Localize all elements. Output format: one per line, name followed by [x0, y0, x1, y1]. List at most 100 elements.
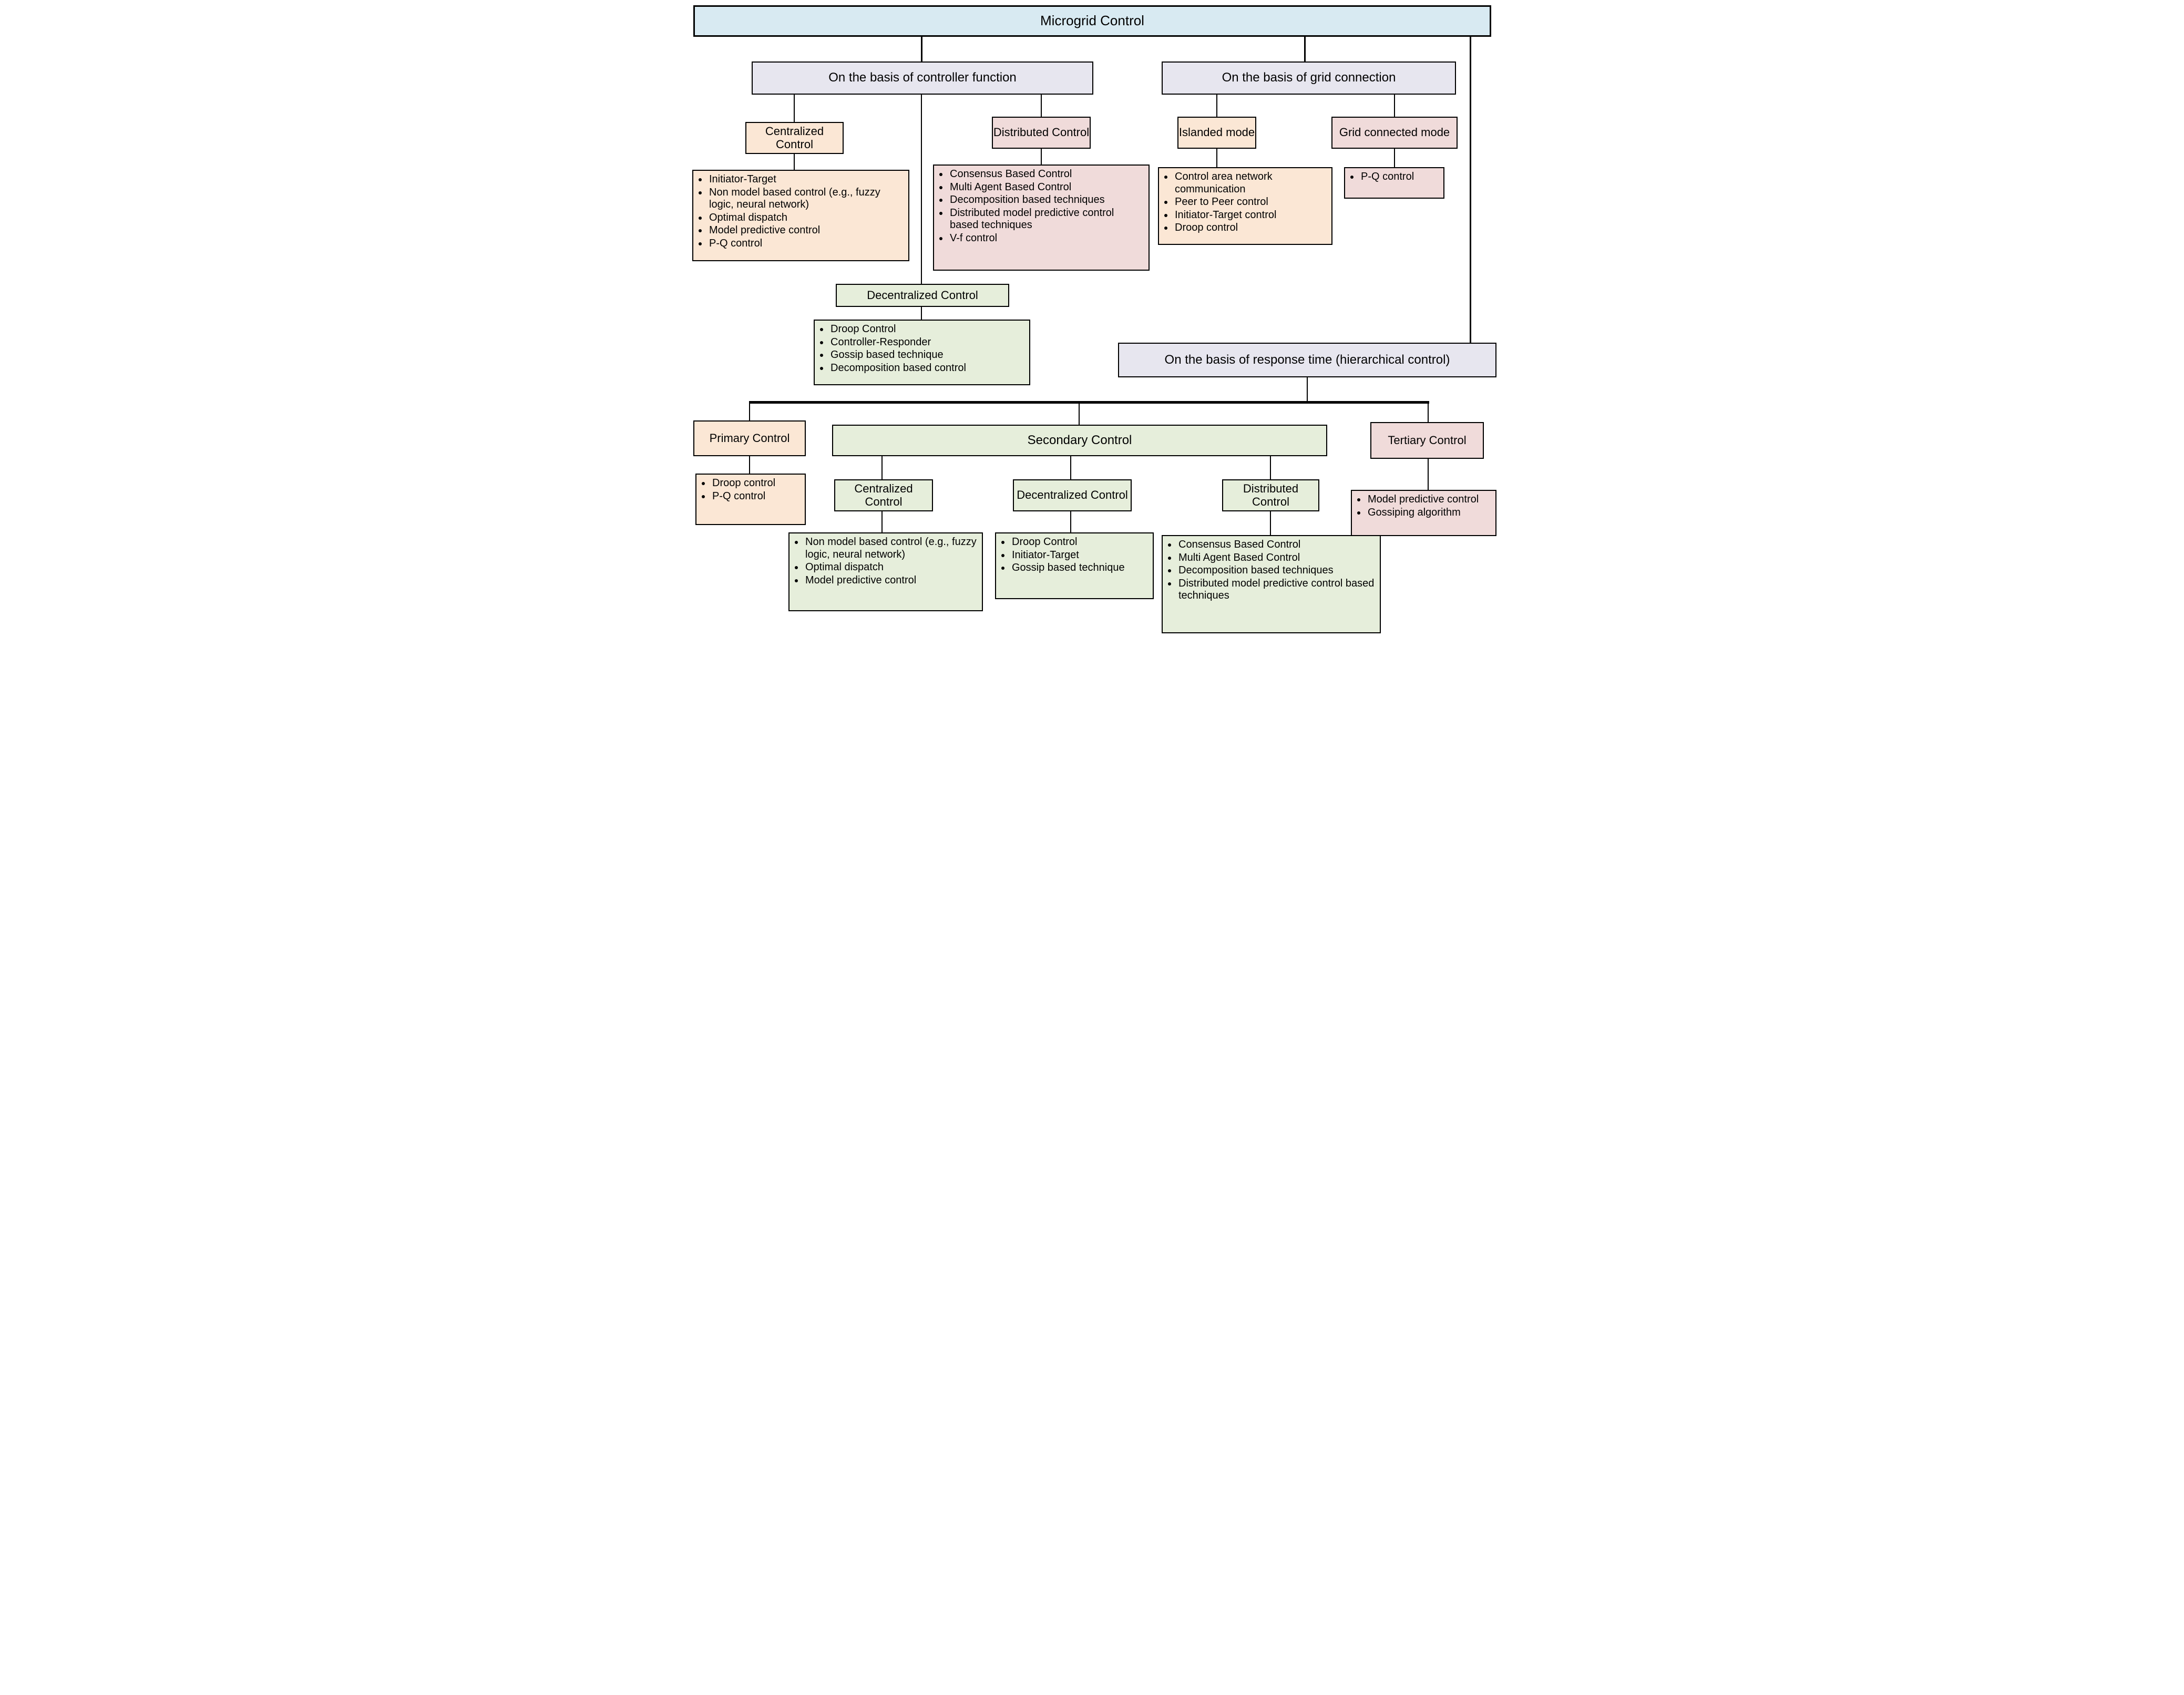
connector-line [1307, 377, 1308, 402]
bullet-item: V-f control [949, 232, 1145, 245]
bullet-list: Consensus Based ControlMulti Agent Based… [934, 168, 1149, 245]
node-basis-response-time: On the basis of response time (hierarchi… [1118, 343, 1496, 377]
branch-line [749, 401, 1429, 404]
list-decentralized-control: Droop ControlController-ResponderGossip … [814, 320, 1030, 385]
bullet-item: Multi Agent Based Control [949, 181, 1145, 194]
connector-line [1270, 456, 1271, 479]
node-label: Tertiary Control [1388, 433, 1467, 447]
bullet-item: Initiator-Target [1011, 549, 1150, 562]
bullet-item: Gossiping algorithm [1367, 507, 1492, 519]
connector-line [881, 511, 883, 532]
list-grid-connected-mode: P-Q control [1344, 167, 1444, 199]
node-secondary-decentralized: Decentralized Control [1013, 479, 1132, 511]
bullet-item: Optimal dispatch [708, 212, 905, 224]
bullet-item: Peer to Peer control [1174, 196, 1328, 209]
bullet-list: Control area network communicationPeer t… [1159, 171, 1331, 234]
bullet-item: Distributed model predictive control bas… [949, 207, 1145, 232]
node-label: Primary Control [709, 431, 790, 445]
connector-line [1041, 149, 1042, 165]
bullet-item: Initiator-Target control [1174, 209, 1328, 222]
node-secondary-distributed: Distributed Control [1222, 479, 1319, 511]
node-label: Distributed Control [993, 126, 1090, 139]
connector-line [921, 37, 922, 61]
list-islanded-mode: Control area network communicationPeer t… [1158, 167, 1332, 245]
node-label: Centralized Control [854, 481, 913, 508]
bullet-list: Consensus Based ControlMulti Agent Based… [1163, 539, 1380, 602]
node-basis-grid-connection: On the basis of grid connection [1162, 61, 1456, 95]
bullet-item: Non model based control (e.g., fuzzy log… [708, 187, 905, 211]
connector-line [1216, 149, 1217, 167]
connector-line [921, 95, 922, 284]
bullet-item: Droop Control [829, 323, 1026, 336]
connector-line [881, 456, 883, 479]
node-label: Secondary Control [1027, 433, 1132, 447]
node-label: Distributed Control [1243, 481, 1299, 508]
connector-line [921, 307, 922, 320]
bullet-item: P-Q control [708, 238, 905, 250]
connector-line [1304, 37, 1306, 61]
connector-line [1070, 456, 1071, 479]
node-label: Islanded mode [1178, 126, 1255, 139]
node-grid-connected-mode: Grid connected mode [1331, 117, 1458, 149]
bullet-item: Droop control [1174, 222, 1328, 234]
list-secondary-decentralized: Droop ControlInitiator-TargetGossip base… [995, 532, 1154, 599]
bullet-item: Initiator-Target [708, 173, 905, 186]
connector-line [1394, 95, 1395, 117]
bullet-list: Initiator-TargetNon model based control … [693, 173, 908, 250]
bullet-item: Control area network communication [1174, 171, 1328, 196]
bullet-item: Consensus Based Control [1177, 539, 1377, 551]
node-label: On the basis of grid connection [1222, 70, 1396, 85]
node-tertiary-control: Tertiary Control [1370, 422, 1484, 459]
bullet-list: Model predictive controlGossiping algori… [1352, 494, 1495, 519]
bullet-list: Droop ControlController-ResponderGossip … [815, 323, 1029, 374]
node-label: Decentralized Control [1017, 488, 1128, 502]
bullet-item: Decomposition based control [829, 362, 1026, 375]
connector-line [1428, 459, 1429, 490]
connector-line [794, 154, 795, 170]
connector-line [749, 456, 750, 474]
bullet-item: Decomposition based techniques [949, 194, 1145, 207]
list-secondary-distributed: Consensus Based ControlMulti Agent Based… [1162, 535, 1381, 633]
bullet-list: Non model based control (e.g., fuzzy log… [789, 536, 982, 587]
bullet-item: Model predictive control [708, 224, 905, 237]
bullet-item: P-Q control [1360, 171, 1440, 183]
bullet-item: Model predictive control [1367, 494, 1492, 506]
bullet-list: P-Q control [1345, 171, 1443, 183]
diagram-canvas: Microgrid Control On the basis of contro… [686, 0, 1498, 639]
node-microgrid-control: Microgrid Control [693, 5, 1491, 37]
connector-line [1041, 95, 1042, 117]
bullet-item: Multi Agent Based Control [1177, 552, 1377, 564]
bullet-item: Gossip based technique [829, 349, 1026, 362]
node-label: On the basis of controller function [828, 70, 1017, 85]
connector-line [1270, 511, 1271, 535]
bullet-item: Model predictive control [804, 574, 979, 587]
connector-line [794, 95, 795, 122]
bullet-item: Controller-Responder [829, 336, 1026, 349]
node-secondary-control: Secondary Control [832, 425, 1327, 456]
node-basis-controller-function: On the basis of controller function [752, 61, 1093, 95]
bullet-item: Droop Control [1011, 536, 1150, 549]
list-tertiary-control: Model predictive controlGossiping algori… [1351, 490, 1496, 536]
bullet-item: Consensus Based Control [949, 168, 1145, 181]
list-distributed-control: Consensus Based ControlMulti Agent Based… [933, 165, 1150, 271]
bullet-item: Decomposition based techniques [1177, 564, 1377, 577]
bullet-item: Droop control [711, 477, 802, 490]
bullet-item: P-Q control [711, 490, 802, 503]
connector-line [1394, 149, 1395, 167]
node-secondary-centralized: Centralized Control [834, 479, 933, 511]
connector-line [1216, 95, 1217, 117]
node-islanded-mode: Islanded mode [1177, 117, 1256, 149]
connector-line [1079, 401, 1080, 425]
node-label: Centralized Control [765, 124, 824, 151]
node-label: Decentralized Control [867, 288, 978, 302]
bullet-item: Distributed model predictive control bas… [1177, 578, 1377, 602]
node-label: Grid connected mode [1339, 126, 1450, 139]
node-centralized-control: Centralized Control [745, 122, 844, 154]
list-centralized-control: Initiator-TargetNon model based control … [692, 170, 909, 261]
connector-line [1428, 401, 1429, 422]
bullet-item: Gossip based technique [1011, 562, 1150, 574]
bullet-item: Optimal dispatch [804, 561, 979, 574]
connector-line [1070, 511, 1071, 532]
